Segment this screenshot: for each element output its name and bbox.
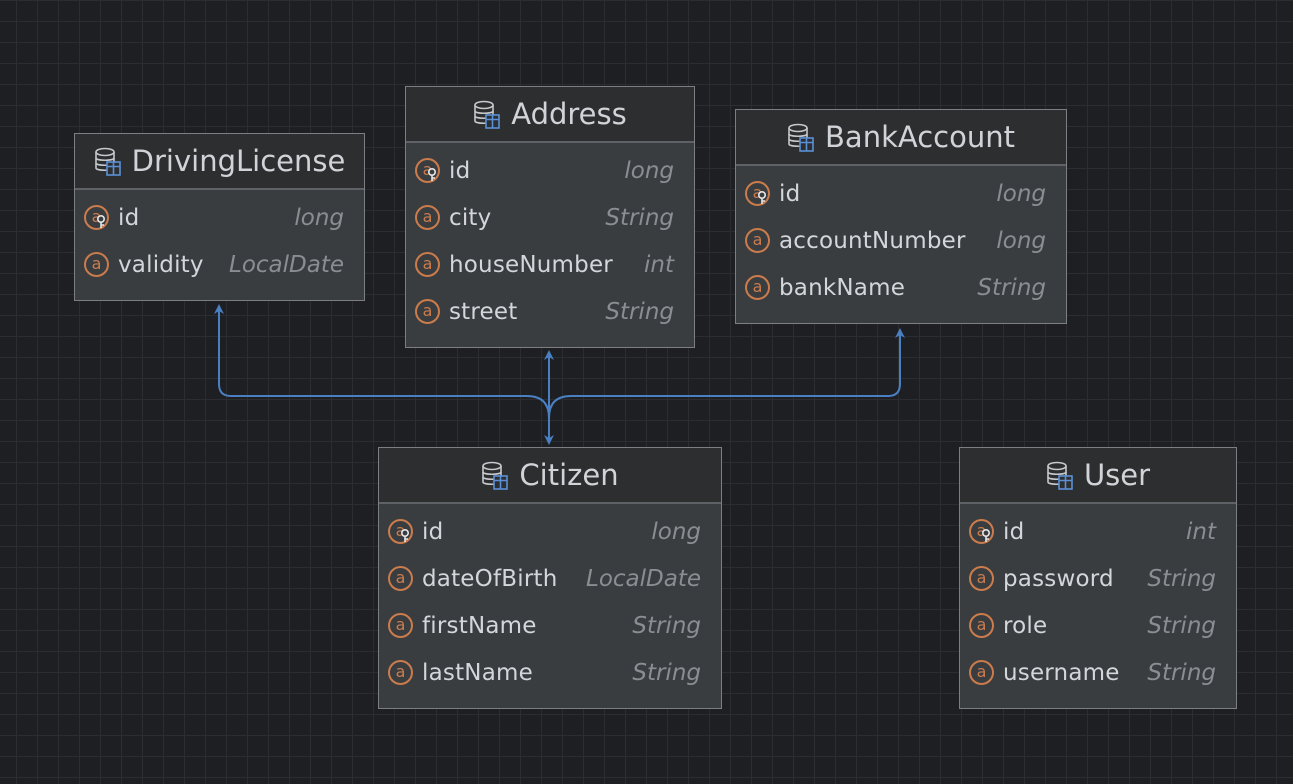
attribute-icon: a [84, 252, 109, 277]
entity-drivinglicense[interactable]: DrivingLicense a id long a validity Loca… [74, 133, 365, 301]
field-name: houseNumber [449, 251, 613, 278]
entity-title: DrivingLicense [131, 144, 346, 178]
field-row[interactable]: a password String [960, 555, 1236, 602]
field-row[interactable]: a id long [75, 194, 364, 241]
field-name: id [118, 204, 140, 231]
field-row[interactable]: a id int [960, 508, 1236, 555]
attribute-icon: a [388, 613, 413, 638]
field-name: bankName [779, 274, 906, 301]
field-name: id [779, 180, 801, 207]
field-row[interactable]: a id long [736, 170, 1066, 217]
field-name: role [1003, 612, 1048, 639]
field-name: lastName [422, 659, 533, 686]
field-row[interactable]: a role String [960, 602, 1236, 649]
field-type: int [1186, 518, 1216, 545]
field-name: dateOfBirth [422, 565, 558, 592]
field-name: id [449, 157, 471, 184]
field-type: String [1147, 659, 1216, 686]
primary-key-attribute-icon: a [415, 158, 440, 183]
entity-citizen[interactable]: Citizen a id long a dateOfBirth LocalDat… [378, 447, 722, 709]
field-type: long [996, 180, 1046, 207]
primary-key-attribute-icon: a [969, 519, 994, 544]
entity-address[interactable]: Address a id long a city String a houseN… [405, 86, 695, 348]
attribute-icon: a [745, 228, 770, 253]
key-icon [758, 191, 766, 204]
field-type: long [651, 518, 701, 545]
attribute-icon: a [969, 613, 994, 638]
primary-key-attribute-icon: a [84, 205, 109, 230]
field-row[interactable]: a id long [379, 508, 721, 555]
field-type: String [1147, 565, 1216, 592]
entity-user[interactable]: User a id int a password String a role S… [959, 447, 1237, 709]
field-name: username [1003, 659, 1120, 686]
field-row[interactable]: a id long [406, 147, 694, 194]
field-row[interactable]: a lastName String [379, 649, 721, 696]
key-icon [401, 529, 409, 542]
primary-key-attribute-icon: a [745, 181, 770, 206]
field-row[interactable]: a dateOfBirth LocalDate [379, 555, 721, 602]
entity-header[interactable]: DrivingLicense [75, 134, 364, 190]
key-icon [428, 168, 436, 181]
key-icon [97, 215, 105, 228]
field-row[interactable]: a validity LocalDate [75, 241, 364, 288]
entity-header[interactable]: Citizen [379, 448, 721, 504]
entity-header[interactable]: BankAccount [736, 110, 1066, 166]
field-type: int [644, 251, 674, 278]
key-icon [982, 529, 990, 542]
field-name: id [422, 518, 444, 545]
field-name: password [1003, 565, 1114, 592]
database-table-icon [788, 123, 814, 152]
attribute-icon: a [745, 275, 770, 300]
entity-title: BankAccount [825, 120, 1015, 154]
primary-key-attribute-icon: a [388, 519, 413, 544]
field-row[interactable]: a username String [960, 649, 1236, 696]
field-type: String [977, 274, 1046, 301]
field-name: validity [118, 251, 204, 278]
attribute-icon: a [415, 205, 440, 230]
database-table-icon [482, 461, 509, 490]
attribute-icon: a [415, 299, 440, 324]
field-row[interactable]: a accountNumber long [736, 217, 1066, 264]
field-type: String [632, 659, 701, 686]
field-type: String [632, 612, 701, 639]
field-type: long [294, 204, 344, 231]
field-type: LocalDate [229, 251, 344, 278]
entity-header[interactable]: Address [406, 87, 694, 143]
field-row[interactable]: a city String [406, 194, 694, 241]
database-table-icon [1047, 461, 1073, 490]
field-name: accountNumber [779, 227, 966, 254]
field-type: long [624, 157, 674, 184]
attribute-icon: a [415, 252, 440, 277]
entity-bankaccount[interactable]: BankAccount a id long a accountNumber lo… [735, 109, 1067, 324]
field-type: String [605, 204, 674, 231]
database-table-icon [474, 100, 501, 129]
field-row[interactable]: a street String [406, 288, 694, 335]
attribute-icon: a [969, 660, 994, 685]
entity-header[interactable]: User [960, 448, 1236, 504]
field-name: id [1003, 518, 1025, 545]
field-name: firstName [422, 612, 537, 639]
field-name: street [449, 298, 518, 325]
field-row[interactable]: a houseNumber int [406, 241, 694, 288]
entity-title: User [1083, 458, 1151, 492]
attribute-icon: a [388, 660, 413, 685]
field-type: LocalDate [586, 565, 701, 592]
attribute-icon: a [969, 566, 994, 591]
database-table-icon [94, 147, 121, 176]
field-row[interactable]: a bankName String [736, 264, 1066, 311]
field-name: city [449, 204, 492, 231]
field-type: String [605, 298, 674, 325]
field-type: long [996, 227, 1046, 254]
entity-title: Address [511, 97, 627, 131]
attribute-icon: a [388, 566, 413, 591]
field-row[interactable]: a firstName String [379, 602, 721, 649]
entity-title: Citizen [519, 458, 619, 492]
field-type: String [1147, 612, 1216, 639]
